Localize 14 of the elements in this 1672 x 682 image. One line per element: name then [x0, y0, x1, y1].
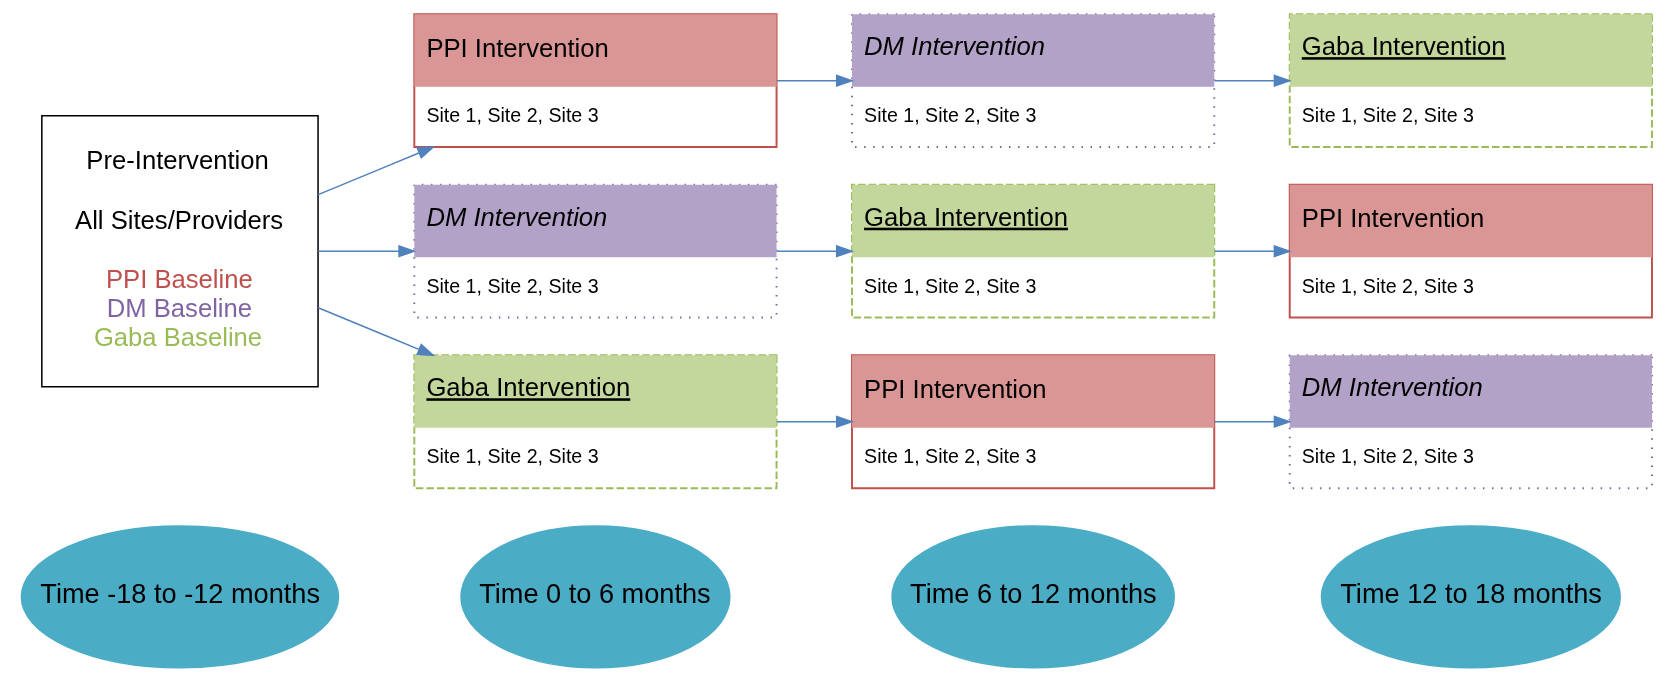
- node-ellipse: Time 12 to 18 months: [1320, 525, 1621, 669]
- arrow: [775, 415, 854, 429]
- node-ellipse: Time 6 to 12 months: [890, 525, 1175, 669]
- arrow: [316, 146, 435, 196]
- arrow: [775, 244, 854, 258]
- node-box: Pre-Intervention All Sites/Providers PPI Baseline DM Baseline Gaba Baseline: [40, 114, 319, 388]
- arrow: [1213, 244, 1292, 258]
- arrow: [775, 74, 854, 87]
- arrow: [316, 307, 435, 357]
- arrow: [316, 244, 416, 258]
- arrow: [1213, 415, 1292, 429]
- node-ellipse: Time -18 to -12 months: [20, 525, 339, 669]
- arrow: [1213, 74, 1292, 87]
- node-ellipse: Time 0 to 6 months: [459, 525, 731, 669]
